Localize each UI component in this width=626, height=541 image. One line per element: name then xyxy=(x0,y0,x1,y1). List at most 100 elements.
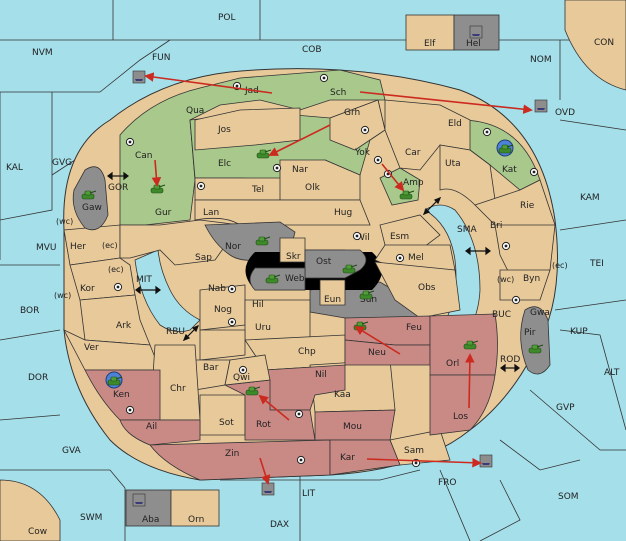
supply-center-icon xyxy=(113,282,123,292)
province-label-ost: Ost xyxy=(316,257,332,267)
sea-label-gvp: GVP xyxy=(556,403,575,413)
province-label-kar: Kar xyxy=(340,453,355,463)
province-label-nor: Nor xyxy=(225,242,241,252)
province-label-web: Web xyxy=(285,274,305,284)
pir-region[interactable] xyxy=(520,306,551,375)
province-label-hug: Hug xyxy=(334,208,352,218)
orn-box[interactable] xyxy=(170,489,220,527)
province-label-chp: Chp xyxy=(298,347,316,357)
elf-box[interactable] xyxy=(405,14,455,51)
province-label-eun: Eun xyxy=(324,295,341,305)
province-label-ail: Ail xyxy=(146,422,157,432)
supply-center-icon xyxy=(238,365,248,375)
supply-center-icon xyxy=(227,317,237,327)
cow-island[interactable] xyxy=(0,479,61,541)
supply-center-icon xyxy=(319,73,329,83)
supply-center-icon xyxy=(196,181,206,191)
province-label-ken: Ken xyxy=(113,390,130,400)
province-label-qua: Qua xyxy=(186,106,204,116)
province-label-qwi: Qwi xyxy=(233,373,250,383)
sea-label-buc: BUC xyxy=(492,310,511,320)
supply-center-icon xyxy=(395,253,405,263)
sea-label-dax: DAX xyxy=(270,520,289,530)
box-label-hel: Hel xyxy=(466,39,481,49)
coast-label-ec: (ec) xyxy=(552,261,568,270)
box-label-orn: Orn xyxy=(188,515,204,525)
province-label-bri: Bri xyxy=(490,221,502,231)
supply-center-icon xyxy=(529,167,539,177)
province-label-feu: Feu xyxy=(406,323,422,333)
supply-center-icon xyxy=(125,405,135,415)
province-label-gwa: Gwa xyxy=(530,308,550,318)
province-label-yok: Yok xyxy=(354,148,371,158)
supply-center-icon xyxy=(360,125,370,135)
sea-label-ovd: OVD xyxy=(555,108,575,118)
province-label-grh: Grh xyxy=(344,108,360,118)
province-label-kaa: Kaa xyxy=(334,390,351,400)
sea-label-alt: ALT xyxy=(604,368,620,378)
supply-center-icon xyxy=(501,241,511,251)
coast-labels: (wc) (ec) (ec) (wc) (wc) (ec) xyxy=(54,217,568,300)
province-label-sam: Sam xyxy=(404,446,424,456)
coast-label-wc: (wc) xyxy=(56,217,73,226)
sea-label-mvu: MVU xyxy=(36,243,57,253)
fleet-icon[interactable] xyxy=(132,70,146,84)
sea-label-bor: BOR xyxy=(20,306,39,316)
sea-label-mit: MIT xyxy=(136,275,152,285)
sea-label-nvm: NVM xyxy=(32,48,53,58)
supply-center-icon xyxy=(511,295,521,305)
province-label-esm: Esm xyxy=(390,232,409,242)
supply-center-icon xyxy=(125,137,135,147)
province-label-wil: Wil xyxy=(356,233,370,243)
province-label-car: Car xyxy=(405,148,421,158)
fleet-icon[interactable] xyxy=(261,482,275,496)
province-label-rie: Rie xyxy=(520,201,535,211)
fleet-icon[interactable] xyxy=(132,493,146,507)
sea-label-kup: KUP xyxy=(570,327,588,337)
sea-label-gvg: GVG xyxy=(52,158,72,168)
supply-center-icon xyxy=(296,455,306,465)
coast-label-wc: (wc) xyxy=(54,291,71,300)
box-label-elf: Elf xyxy=(424,39,436,49)
box-label-aba: Aba xyxy=(142,515,159,525)
province-label-sot: Sot xyxy=(219,418,234,428)
sea-label-kam: KAM xyxy=(580,193,600,203)
sea-label-fun: FUN xyxy=(152,53,171,63)
fleet-icon[interactable] xyxy=(479,454,493,468)
province-label-mou: Mou xyxy=(343,422,362,432)
province-label-ver: Ver xyxy=(84,343,99,353)
coast-label-ec: (ec) xyxy=(102,241,118,250)
sea-label-con: CON xyxy=(594,38,614,48)
province-label-her: Her xyxy=(70,242,86,252)
sea-label-gva: GVA xyxy=(62,446,82,456)
units xyxy=(81,25,548,507)
sea-label-gor: GOR xyxy=(108,183,128,193)
fleet-icon[interactable] xyxy=(469,25,483,39)
sea-label-dor: DOR xyxy=(28,373,48,383)
province-label-pir: Pir xyxy=(524,328,536,338)
province-label-nab: Nab xyxy=(208,284,226,294)
province-label-gur: Gur xyxy=(155,208,172,218)
province-label-nil: Nil xyxy=(315,370,327,380)
supply-center-icon xyxy=(294,409,304,419)
province-label-uta: Uta xyxy=(445,159,461,169)
sea-label-rod: ROD xyxy=(500,355,520,365)
sea-label-swm: SWM xyxy=(80,513,102,523)
province-label-sch: Sch xyxy=(330,88,346,98)
province-label-elc: Elc xyxy=(218,159,231,169)
province-label-olk: Olk xyxy=(305,183,321,193)
province-label-hil: Hil xyxy=(252,300,264,310)
province-label-amp: Amp xyxy=(403,178,424,188)
province-label-zin: Zin xyxy=(225,449,239,459)
supply-center-icon xyxy=(352,231,362,241)
sea-label-kal: KAL xyxy=(6,163,23,173)
sea-label-fro: FRO xyxy=(438,478,457,488)
province-label-sun: Sun xyxy=(360,295,377,305)
fleet-icon[interactable] xyxy=(534,99,548,113)
province-label-gaw: Gaw xyxy=(82,203,102,213)
province-label-nog: Nog xyxy=(214,305,232,315)
sea-label-lit: LIT xyxy=(302,489,316,499)
supply-center-icon xyxy=(373,155,383,165)
